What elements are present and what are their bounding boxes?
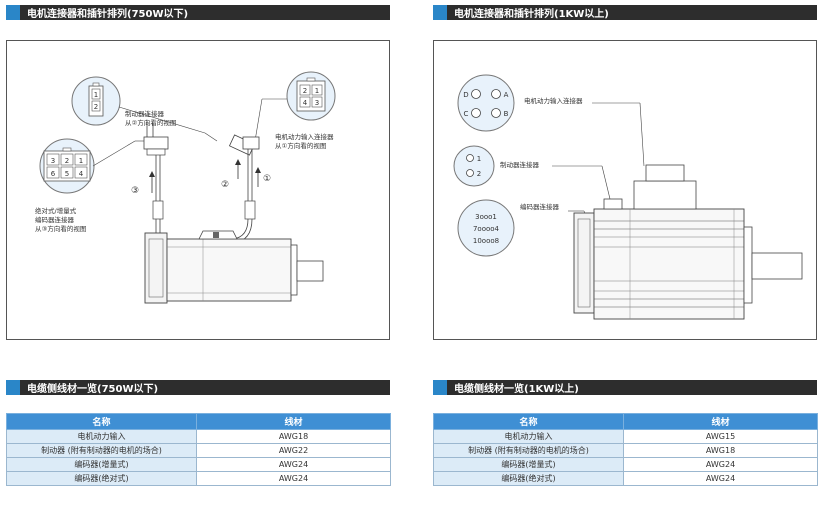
section-title: 电缆侧线材一览(750W以下) xyxy=(27,384,159,395)
row-wire: AWG24 xyxy=(196,471,391,486)
cable-table-750w: 名称 线材 电机动力输入 AWG18 制动器 (附有制动器的电机的场合) AWG… xyxy=(6,413,391,486)
row-wire: AWG22 xyxy=(196,443,391,458)
table-row: 制动器 (附有制动器的电机的场合) AWG18 xyxy=(433,443,818,458)
row-wire: AWG24 xyxy=(623,457,818,472)
encoder-pin: 3 xyxy=(51,157,55,165)
encoder-connector-callout xyxy=(457,199,515,257)
column-header-name: 名称 xyxy=(6,413,197,430)
brake-connector-label: 制动器连接器 从②方向看的视图 xyxy=(125,110,177,127)
power-pin: 2 xyxy=(303,87,307,95)
table-row: 制动器 (附有制动器的电机的场合) AWG22 xyxy=(6,443,391,458)
table-row: 编码器(绝对式) AWG24 xyxy=(6,471,391,486)
power-pin: 1 xyxy=(315,87,319,95)
power-pin: 4 xyxy=(303,99,308,107)
row-name: 制动器 (附有制动器的电机的场合) xyxy=(433,443,624,458)
diagram-panel-750w: 1 2 2 1 4 3 3 2 1 6 5 4 xyxy=(6,40,390,340)
power-connector-label: 电机动力输入连接器 xyxy=(524,97,583,105)
row-name: 电机动力输入 xyxy=(433,429,624,444)
row-name: 编码器(增量式) xyxy=(6,457,197,472)
encoder-pin: 5 xyxy=(65,170,69,178)
motor-drawing-750w: 1 2 2 1 4 3 3 2 1 6 5 4 xyxy=(39,71,336,304)
power-pin-c: C xyxy=(464,110,469,118)
section-header-connector-large: 电机连接器和插针排列(1KW以上) xyxy=(433,5,817,20)
cable-table-1kw: 名称 线材 电机动力输入 AWG15 制动器 (附有制动器的电机的场合) AWG… xyxy=(433,413,818,486)
brake-connector-label: 制动器连接器 xyxy=(500,161,539,169)
brake-pin-2: 2 xyxy=(477,170,481,178)
table-header-row: 名称 线材 xyxy=(6,413,391,430)
section-marker xyxy=(433,380,447,395)
section-header-cable-large: 电缆侧线材一览(1KW以上) xyxy=(433,380,817,395)
table-row: 电机动力输入 AWG18 xyxy=(6,429,391,444)
section-header-cable-small: 电缆侧线材一览(750W以下) xyxy=(6,380,390,395)
table-row: 编码器(增量式) AWG24 xyxy=(6,457,391,472)
row-name: 编码器(绝对式) xyxy=(433,471,624,486)
column-header-wire: 线材 xyxy=(196,413,391,430)
power-pin-b: B xyxy=(504,110,509,118)
column-header-name: 名称 xyxy=(433,413,624,430)
row-name: 编码器(增量式) xyxy=(433,457,624,472)
section-title: 电机连接器和插针排列(750W以下) xyxy=(27,9,189,20)
column-header-wire: 线材 xyxy=(623,413,818,430)
section-header-connector-small: 电机连接器和插针排列(750W以下) xyxy=(6,5,390,20)
brake-connector-callout xyxy=(453,145,495,187)
power-connector-callout xyxy=(457,74,515,132)
section-marker xyxy=(6,5,20,20)
section-title: 电缆侧线材一览(1KW以上) xyxy=(454,384,579,395)
row-name: 制动器 (附有制动器的电机的场合) xyxy=(6,443,197,458)
power-pin: 3 xyxy=(315,99,319,107)
arrow-2-label: ② xyxy=(221,180,229,190)
row-name: 电机动力输入 xyxy=(6,429,197,444)
motor-drawing-1kw: D A C B 1 2 3ooo1 7oooo4 10ooo8 xyxy=(453,74,803,320)
encoder-pin: 6 xyxy=(51,170,56,178)
arrow-3-label: ③ xyxy=(131,186,139,196)
motor-1kw xyxy=(573,164,803,320)
brake-pin-1: 1 xyxy=(94,91,98,99)
table-row: 电机动力输入 AWG15 xyxy=(433,429,818,444)
arrow-1-label: ① xyxy=(263,174,271,184)
row-wire: AWG24 xyxy=(623,471,818,486)
brake-pin-1: 1 xyxy=(477,155,481,163)
row-wire: AWG18 xyxy=(196,429,391,444)
section-marker xyxy=(6,380,20,395)
section-marker xyxy=(433,5,447,20)
encoder-pin: 1 xyxy=(79,157,83,165)
diagram-panel-1kw: D A C B 1 2 3ooo1 7oooo4 10ooo8 xyxy=(433,40,817,340)
row-wire: AWG24 xyxy=(196,457,391,472)
table-header-row: 名称 线材 xyxy=(433,413,818,430)
row-name: 编码器(绝对式) xyxy=(6,471,197,486)
encoder-pin: 2 xyxy=(65,157,69,165)
power-connector-label: 电机动力输入连接器 从①方向看的视图 xyxy=(275,133,334,150)
encoder-pin-row: 10ooo8 xyxy=(473,237,499,245)
encoder-connector-label: 绝对式/增量式 编码器连接器 从③方向看的视图 xyxy=(35,207,87,233)
encoder-pin-row: 3ooo1 xyxy=(475,213,497,221)
motor-750w xyxy=(144,230,324,304)
power-pin-a: A xyxy=(504,91,509,99)
section-title: 电机连接器和插针排列(1KW以上) xyxy=(454,9,609,20)
encoder-pin: 4 xyxy=(79,170,84,178)
brake-pin-2: 2 xyxy=(94,103,98,111)
table-row: 编码器(增量式) AWG24 xyxy=(433,457,818,472)
row-wire: AWG15 xyxy=(623,429,818,444)
row-wire: AWG18 xyxy=(623,443,818,458)
encoder-connector-label: 编码器连接器 xyxy=(520,203,559,211)
encoder-pin-row: 7oooo4 xyxy=(473,225,500,233)
power-pin-d: D xyxy=(463,91,468,99)
table-row: 编码器(绝对式) AWG24 xyxy=(433,471,818,486)
